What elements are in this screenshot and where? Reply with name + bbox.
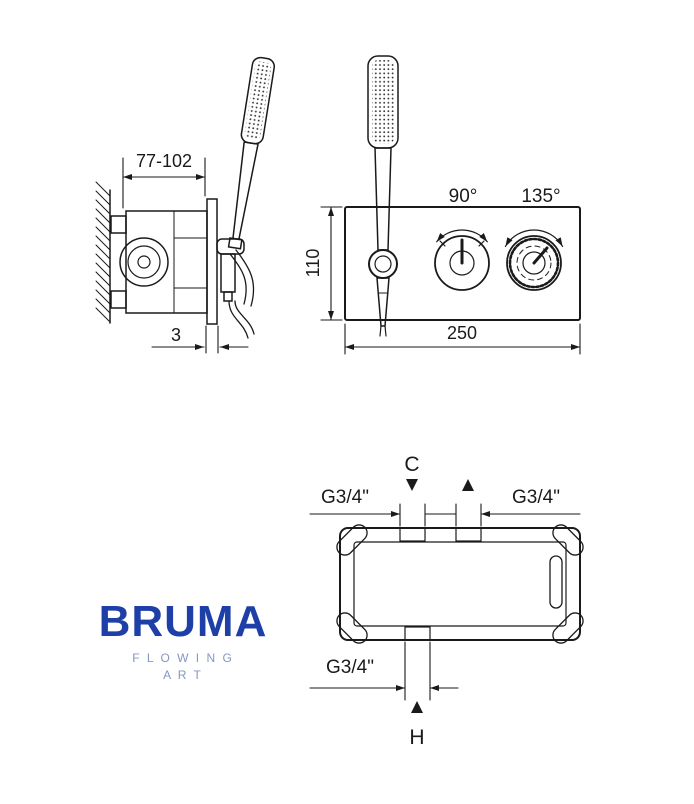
valve-mid-circle (127, 245, 161, 279)
hand-shower-side (227, 56, 276, 250)
shower-handle (374, 147, 392, 251)
hose-line (229, 253, 247, 305)
dimension-250: 250 (344, 323, 581, 355)
valve-outer-circle (119, 237, 169, 287)
box-outline (339, 527, 581, 641)
side-slot (549, 555, 563, 609)
corner-lug-bottom-left (336, 612, 368, 644)
cold-flow-down-arrow (406, 479, 418, 491)
dimension-label-plate-thickness: 3 (171, 325, 181, 345)
hose-line (235, 249, 255, 307)
hand-shower-front (367, 55, 399, 337)
corner-lug-top-right (552, 524, 584, 556)
mounting-box (336, 524, 584, 644)
knob-lever (532, 246, 549, 265)
rotation-arrow-135 (504, 229, 564, 248)
hot-flow-up-arrow (411, 701, 423, 713)
box-inner-frame (353, 541, 567, 627)
shower-hose-side (228, 249, 255, 339)
top-connections: C G3/4" G3/4" (309, 453, 581, 527)
temperature-knob: 90° (434, 186, 490, 291)
hatch-lines (95, 181, 111, 323)
hose-line (228, 300, 249, 339)
angle-label-90: 90° (449, 186, 478, 207)
valve-inner-circle (137, 255, 151, 269)
outlet-notch-top (455, 527, 482, 542)
corner-lug-top-left (336, 524, 368, 556)
faceplate-front (344, 206, 581, 321)
inlet-notch-cold (399, 527, 426, 542)
shower-head-nozzles (244, 61, 272, 140)
shower-handle-nut (227, 237, 243, 250)
hose-stub (379, 325, 382, 337)
hot-label: H (409, 726, 424, 749)
front-view: 90° 135° 110 250 (303, 55, 581, 355)
mounting-tab-bottom (110, 290, 127, 309)
dimension-label-plate-width: 250 (447, 323, 477, 343)
inlet-notch-hot (404, 626, 431, 641)
side-view: 77-102 3 (95, 56, 276, 354)
dimension-label-plate-height: 110 (303, 249, 323, 278)
corner-lug-bottom-right (552, 612, 584, 644)
wall-hatching (95, 181, 111, 324)
installation-view: C G3/4" G3/4" G3/4" H (309, 453, 584, 749)
outlet-tip (223, 291, 233, 302)
outlet-bottom-thread-label: G3/4" (326, 657, 374, 678)
shower-mount-ring (368, 249, 398, 279)
dimension-3: 3 (151, 325, 249, 354)
flow-knob: 135° (504, 186, 564, 291)
mixer-body-side (110, 198, 218, 325)
angle-label-135: 135° (521, 186, 560, 207)
rotation-arrow-90 (436, 229, 488, 243)
inlet-left-thread-label: G3/4" (321, 487, 369, 508)
shower-mount-inner (374, 255, 392, 273)
dimension-label-wall-depth: 77-102 (136, 151, 192, 171)
hose-line (234, 300, 255, 335)
brand-tagline-flowing: F L O W I N G (132, 651, 234, 665)
outlet-body (220, 253, 236, 293)
brand-logo: BRUMA F L O W I N G A R T (88, 597, 278, 683)
knob-outer (506, 235, 562, 291)
inlet-right-thread-label: G3/4" (512, 487, 560, 508)
knob-tick (478, 240, 485, 247)
cold-label: C (404, 453, 419, 476)
shower-handle (232, 141, 259, 241)
brand-tagline-art: A R T (163, 668, 203, 682)
hose-stub (384, 325, 387, 337)
knob-tick (439, 240, 446, 247)
knob-dashed-ring (516, 245, 552, 281)
outlet-flow-up-arrow (462, 479, 474, 491)
dimension-77-102: 77-102 (122, 151, 206, 209)
shower-head-nozzles (372, 60, 394, 144)
bottom-connection: G3/4" H (309, 641, 459, 749)
brand-name: BRUMA (98, 597, 268, 646)
shower-outlet-wedge (376, 277, 390, 327)
mounting-tab-top (110, 215, 127, 234)
dimension-110: 110 (303, 206, 343, 321)
faceplate-side (206, 198, 218, 325)
knob-inner (522, 251, 546, 275)
